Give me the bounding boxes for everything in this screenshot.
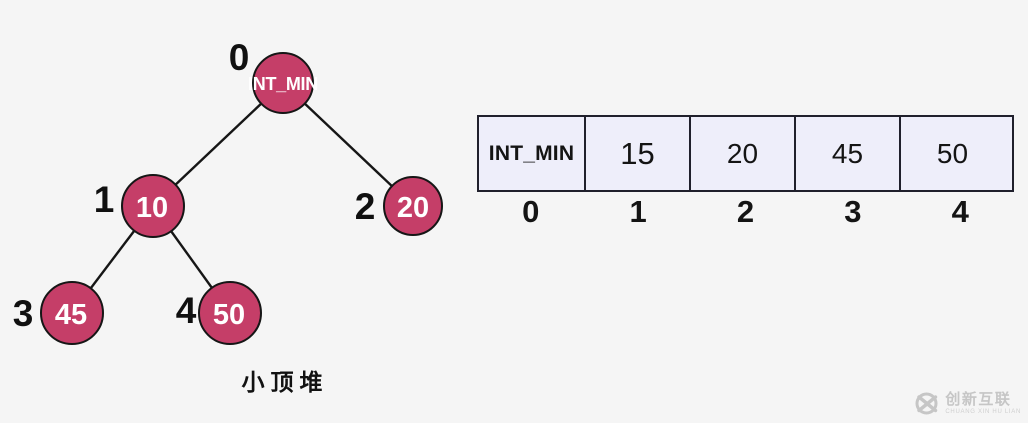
heap-array-indices: 0 1 2 3 4: [477, 194, 1014, 230]
tree-index-label: 2: [355, 186, 376, 227]
watermark-logo-icon: [915, 392, 938, 415]
tree-node-circle: [121, 174, 185, 238]
tree-node-value: 50: [213, 299, 245, 331]
tree-node-circle: [198, 281, 262, 345]
array-index: 1: [629, 194, 647, 229]
tree-index-label: 3: [13, 293, 34, 334]
tree-index-label: 0: [229, 37, 250, 78]
tree-index-label: 4: [176, 290, 197, 331]
array-cell: 45: [794, 117, 899, 190]
array-cell: 20: [689, 117, 794, 190]
array-index: 3: [844, 194, 862, 229]
array-cell: 50: [899, 117, 1004, 190]
array-cell: INT_MIN: [488, 141, 575, 165]
tree-index-label: 1: [94, 179, 115, 220]
watermark-brand: 创新互联: [945, 391, 1012, 408]
tree-node-value: INT_MIN: [248, 74, 318, 94]
array-index: 0: [522, 194, 540, 229]
tree-node-value: 20: [397, 192, 429, 224]
watermark-text: 创新互联 CHUANG XIN HU LIAN: [945, 392, 1021, 415]
array-index: 4: [951, 194, 969, 229]
tree-node-circle: [383, 176, 443, 236]
tree-node-circle: [252, 52, 314, 114]
watermark-subtext: CHUANG XIN HU LIAN: [945, 409, 1021, 415]
heap-array: INT_MIN 15 20 45 50 0 1 2 3 4: [477, 115, 1014, 230]
diagram-caption: 小顶堆: [241, 370, 329, 395]
watermark: 创新互联 CHUANG XIN HU LIAN: [913, 390, 1021, 417]
array-index: 2: [736, 194, 755, 229]
array-cell: 15: [584, 117, 689, 190]
tree-node-value: 10: [136, 192, 168, 224]
tree-node-circle: [40, 281, 104, 345]
tree-node-value: 45: [55, 299, 87, 331]
heap-array-cells: INT_MIN 15 20 45 50: [477, 115, 1014, 192]
